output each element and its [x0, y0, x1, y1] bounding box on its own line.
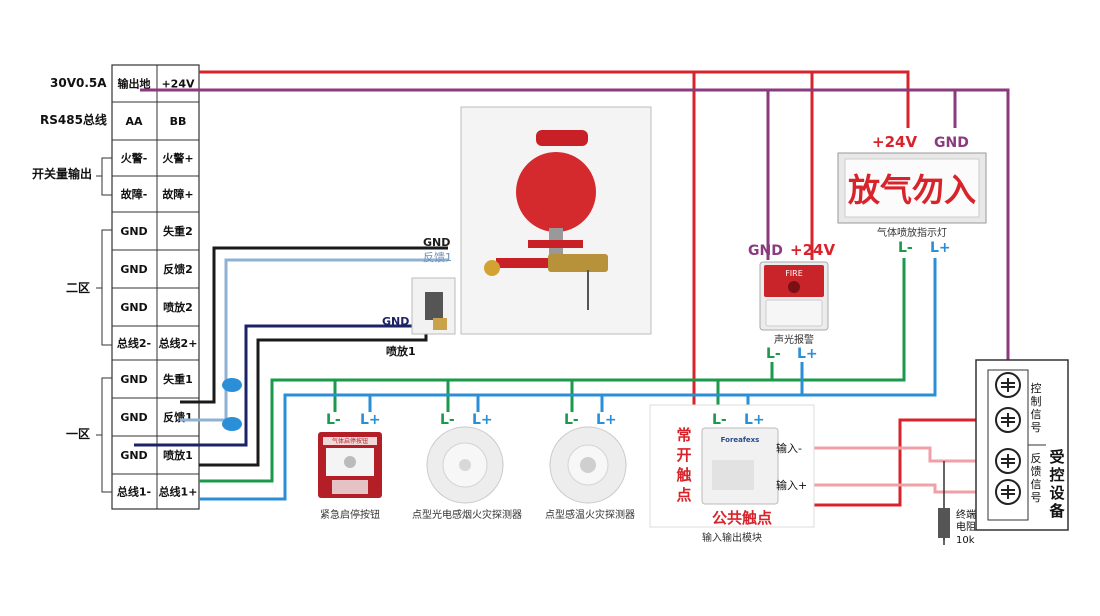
alarm-l-minus: L-	[766, 346, 781, 362]
terminal-left-label: GND	[120, 263, 147, 276]
terminal-right-label: 喷放2	[163, 300, 193, 314]
connector-blob	[222, 417, 242, 431]
terminal-right-label: 总线2+	[159, 336, 198, 350]
rs485-label: RS485总线	[40, 112, 107, 127]
feedback-signal-label: 反馈信号	[1031, 452, 1042, 504]
alarm-l-plus: L+	[797, 346, 818, 362]
sign-caption: 气体喷放指示灯	[877, 226, 947, 239]
terminal-left-label: GND	[120, 225, 147, 238]
controlled-device: 控制信号 反馈信号 受控设备 终端 电阻 10k	[938, 359, 1069, 546]
device-l-minus: L-	[440, 412, 455, 428]
sign-gnd-label: GND	[934, 135, 969, 151]
terminal-left-label: GND	[120, 411, 147, 424]
control-signal-label: 控制信号	[1031, 381, 1042, 434]
device-l-plus: L+	[472, 412, 493, 428]
terminal-resistor	[938, 508, 950, 538]
switch-output-label: 开关量输出	[32, 166, 92, 181]
resistor-label: 终端	[956, 508, 976, 521]
terminal-right-label: 故障+	[162, 187, 193, 201]
wire-24v-red	[199, 70, 910, 128]
gas-release-sign: +24V GND 放气勿入 气体喷放指示灯 L- L+	[837, 133, 987, 256]
module-l-minus: L-	[712, 412, 727, 428]
zone2-label: 二区	[66, 281, 90, 295]
device-l-minus: L-	[564, 412, 579, 428]
terminal-left-label: 输出地	[118, 77, 151, 91]
terminal-right-label: 失重1	[163, 372, 193, 386]
device-caption: 点型感温火灾探测器	[545, 508, 635, 521]
wire-feedback-ext	[180, 258, 448, 422]
terminal-right-label: +24V	[161, 78, 195, 91]
emergency-stop-button: L- L+ 气体启停按钮 紧急启停按钮	[318, 412, 382, 521]
module-caption: 输入输出模块	[702, 531, 762, 544]
device-l-plus: L+	[596, 412, 617, 428]
terminal-right-label: 火警+	[162, 151, 193, 165]
sign-text: 放气勿入	[848, 171, 976, 209]
alarm-caption: 声光报警	[774, 333, 814, 346]
module-common-contact: 公共触点	[712, 509, 772, 527]
wire-bus-blue	[199, 258, 937, 501]
module-input-minus: 输入-	[776, 441, 802, 455]
terminal-left-label: 火警-	[121, 151, 148, 165]
screw-slot	[1001, 485, 1015, 499]
valve-gnd-label: GND	[382, 315, 409, 328]
terminal-right-label: 反馈1	[163, 410, 193, 424]
terminal-right-label: 喷放1	[163, 448, 193, 462]
controlled-device-title: 受控设备	[1048, 448, 1065, 520]
terminal-right-label: 总线1+	[159, 485, 198, 499]
terminal-right-label: BB	[170, 115, 187, 128]
io-module: L- L+ Foreafexs 输入- 输入+ 公共触点 输入输出模块 常开触点	[649, 404, 815, 544]
screw-slot	[1001, 378, 1015, 392]
module-l-plus: L+	[744, 412, 765, 428]
wire-bus-green	[199, 258, 906, 483]
module-input-plus: 输入+	[776, 478, 807, 492]
alarm-fire-text: FIRE	[785, 269, 803, 278]
device-caption: 点型光电感烟火灾探测器	[412, 508, 522, 521]
extinguisher-photo: GND 反馈1	[423, 106, 652, 335]
sign-l-plus: L+	[930, 240, 951, 256]
device-caption: 紧急启停按钮	[320, 508, 380, 521]
power-label: 30V0.5A	[50, 76, 107, 90]
wire-gnd-purple	[140, 88, 1010, 372]
ext-feedback-label: 反馈1	[423, 251, 452, 264]
valve-label: 喷放1	[386, 344, 416, 358]
resistor-value: 10k	[956, 535, 975, 546]
wire-module-pink1	[790, 446, 998, 463]
connector-blob	[222, 378, 242, 392]
terminal-left-label: 总线1-	[117, 485, 151, 499]
device-inner-text: 气体启停按钮	[332, 437, 368, 445]
screw-slot	[1001, 454, 1015, 468]
sign-l-minus: L-	[898, 240, 913, 256]
resistor-label2: 电阻	[956, 520, 976, 533]
wire-valve-sig	[199, 320, 428, 467]
terminal-left-label: GND	[120, 373, 147, 386]
wire-gnd-ext	[180, 246, 448, 404]
sign-24v-label: +24V	[872, 133, 917, 151]
terminal-left-label: GND	[120, 449, 147, 462]
alarm-gnd-label: GND	[748, 243, 783, 259]
device-l-minus: L-	[326, 412, 341, 428]
wire-module-pink2	[790, 483, 998, 494]
solenoid-valve-photo: GND 喷放1	[382, 277, 456, 358]
audio-visual-alarm: GND +24V FIRE 声光报警 L- L+	[748, 241, 835, 362]
terminal-right-label: 失重2	[163, 224, 193, 238]
wire-valve-gnd	[134, 324, 412, 447]
terminal-left-label: 总线2-	[117, 336, 151, 350]
module-brand: Foreafexs	[721, 436, 760, 444]
alarm-24v-label: +24V	[790, 241, 835, 259]
smoke-detector: L- L+ 点型光电感烟火灾探测器	[412, 412, 522, 521]
terminal-right-label: 反馈2	[163, 262, 193, 276]
terminal-left-label: 故障-	[121, 187, 148, 201]
wire-module-red	[778, 418, 998, 507]
terminal-left-label: GND	[120, 301, 147, 314]
module-no-contact: 常开触点	[676, 426, 691, 504]
device-l-plus: L+	[360, 412, 381, 428]
terminal-left-label: AA	[125, 115, 143, 128]
screw-slot	[1001, 413, 1015, 427]
zone1-label: 一区	[66, 427, 90, 441]
ext-gnd-label: GND	[423, 236, 450, 249]
heat-detector: L- L+ 点型感温火灾探测器	[545, 412, 635, 521]
